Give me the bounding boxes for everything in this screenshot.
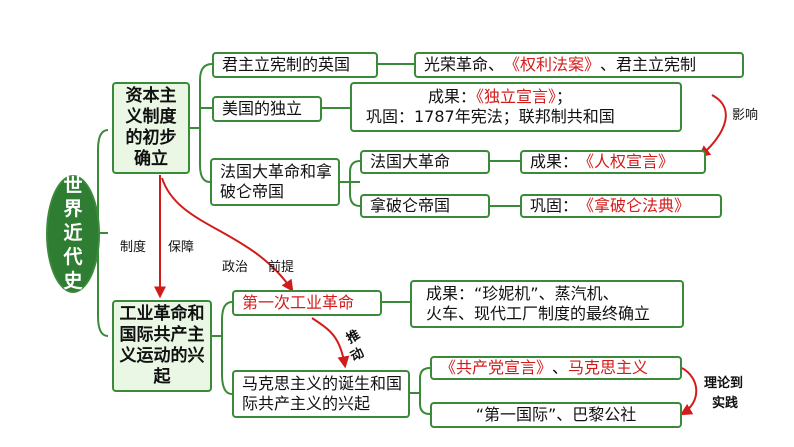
node-industrial-revolution-label: 第一次工业革命 [242,293,355,312]
node-britain-detail: 光荣革命、 《权利法案》 、君主立宪制 [414,52,744,78]
node-marxism-bottom: “第一国际”、巴黎公社 [430,402,682,428]
ind-rev-detail-line2: 火车、现代工厂制度的最终确立 [426,304,651,323]
node-french-revolution: 法国大革命 [360,150,490,174]
node-napoleon: 拿破仑帝国 [360,194,490,218]
label-politics: 政治 [222,260,249,275]
node-france-label: 法国大革命和拿破仑帝国 [220,162,333,201]
usa-detail-line1: 成果：《独立宣言》； [366,87,572,107]
branch-industry-label: 工业革命和国际共产主义运动的兴起 [119,303,205,388]
node-britain-label: 君主立宪制的英国 [222,55,351,74]
label-guarantee: 保障 [168,240,195,255]
britain-detail-part3: 、君主立宪制 [600,55,697,74]
britain-detail-part2: 《权利法案》 [504,55,601,74]
label-system: 制度 [120,240,147,255]
node-french-revolution-detail: 成果： 《人权宣言》 [520,150,706,174]
root-node: 世界近代史 [46,175,100,293]
label-premise: 前提 [268,260,295,275]
usa-detail-l1a: 成果： [428,87,477,106]
napoleon-detail-b: 《拿破仑法典》 [578,196,691,215]
node-france: 法国大革命和拿破仑帝国 [210,158,340,206]
node-french-revolution-label: 法国大革命 [370,152,451,171]
usa-detail-l1b: 《独立宣言》 [476,87,557,106]
label-theory-1: 理论到 [704,376,744,391]
node-napoleon-label: 拿破仑帝国 [370,196,451,215]
marxism-top-a: 《共产党宣言》 [440,358,553,377]
node-marxism-label: 马克思主义的诞生和国际共产主义的兴起 [242,374,403,413]
node-usa: 美国的独立 [212,96,322,122]
label-influence: 影响 [732,108,759,123]
napoleon-detail-a: 巩固： [530,196,579,215]
node-industrial-revolution: 第一次工业革命 [232,290,382,316]
branch-capitalism-label: 资本主义制度的初步确立 [125,85,177,170]
marxism-top-b: 、 [552,358,569,377]
node-usa-detail: 成果：《独立宣言》； 巩固：1787年宪法；联邦制共和国 [350,82,682,132]
branch-capitalism: 资本主义制度的初步确立 [112,82,190,174]
node-napoleon-detail: 巩固： 《拿破仑法典》 [520,194,722,218]
node-britain: 君主立宪制的英国 [212,52,378,78]
usa-detail-line2: 巩固：1787年宪法；联邦制共和国 [366,107,615,126]
node-marxism: 马克思主义的诞生和国际共产主义的兴起 [232,370,410,418]
britain-detail-part1: 光荣革命、 [424,55,505,74]
usa-detail-l1c: ； [556,87,573,106]
label-theory-2: 实践 [712,396,739,411]
node-usa-label: 美国的独立 [222,99,303,118]
french-rev-detail-a: 成果： [530,152,579,171]
marxism-top-c: 马克思主义 [568,358,649,377]
node-marxism-bottom-label: “第一国际”、巴黎公社 [475,405,637,424]
node-marxism-top: 《共产党宣言》 、 马克思主义 [430,356,682,380]
branch-industry: 工业革命和国际共产主义运动的兴起 [112,300,212,392]
node-industrial-revolution-detail: 成果：“珍妮机”、蒸汽机、 火车、现代工厂制度的最终确立 [410,280,684,328]
french-rev-detail-b: 《人权宣言》 [578,152,675,171]
ind-rev-detail-line1: 成果：“珍妮机”、蒸汽机、 [426,284,619,303]
root-label: 世界近代史 [63,174,83,292]
